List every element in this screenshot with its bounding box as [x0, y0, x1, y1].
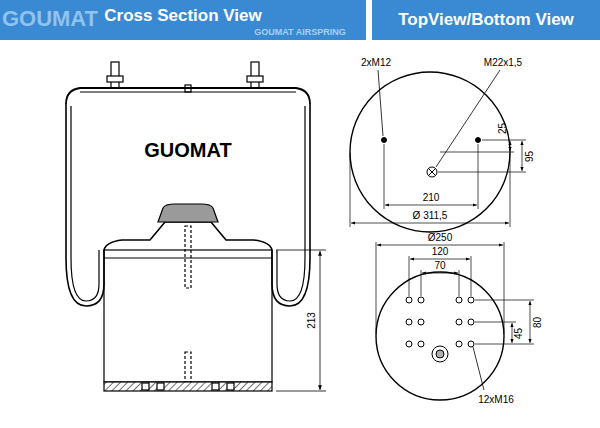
extension-line: [510, 153, 511, 227]
bolt-hole: [406, 319, 412, 325]
mounting-stud: [251, 62, 259, 88]
dimension-line: [320, 251, 321, 390]
header-band: TopView/Bottom View: [372, 0, 600, 40]
extension-line: [384, 144, 385, 209]
dimension-label: 210: [423, 192, 440, 203]
mounting-stud: [111, 62, 119, 88]
dimension-label: 213: [306, 312, 317, 329]
bolt-hole: [456, 341, 462, 347]
extension-line: [350, 153, 351, 227]
dimension-label: 120: [432, 246, 449, 257]
dimension-line: [512, 323, 513, 343]
top-view: [350, 70, 526, 232]
air-inlet-hole: [427, 167, 437, 177]
base-outline: [376, 272, 504, 400]
base-hole: [212, 383, 219, 390]
dimension-label: 25: [498, 122, 509, 133]
bellow-inner: [277, 106, 305, 301]
bolt-hole: [418, 297, 424, 303]
extension-line: [504, 242, 505, 334]
base-hole: [227, 383, 234, 390]
stud-nut: [107, 76, 123, 82]
piston-inner-line: [104, 257, 272, 258]
bolt-hole: [418, 319, 424, 325]
extension-line: [376, 242, 377, 334]
dimension-line: [410, 259, 470, 260]
extension-line: [440, 152, 514, 153]
extension-line: [478, 144, 479, 209]
dimension-line: [422, 273, 458, 274]
base-plate: [104, 382, 272, 391]
dimension-line: [530, 301, 531, 343]
bolt-hole: [418, 341, 424, 347]
stud-nut: [247, 76, 263, 82]
leader-line: [436, 70, 500, 167]
inlet-cross: [429, 169, 436, 176]
stud-hole: [382, 138, 387, 143]
inlet-cross: [429, 169, 436, 176]
bellow-inner: [71, 106, 99, 301]
dimension-label: 80: [533, 316, 544, 327]
leader-line: [378, 70, 383, 136]
bolt: [185, 226, 191, 288]
bolt-hole: [456, 297, 462, 303]
watermark: GOUMAT AIRSPRING: [254, 28, 346, 38]
extension-line: [421, 270, 422, 296]
dimension-line: [351, 223, 509, 224]
bolt-hole: [468, 319, 474, 325]
view-heading: TopView/Bottom View: [398, 10, 574, 30]
top-bead-plate: [66, 88, 310, 104]
bolt-hole: [406, 297, 412, 303]
bolt-hole: [468, 297, 474, 303]
watermark: GOUMAT: [2, 7, 98, 31]
leader-line: [473, 347, 484, 390]
air-inlet: [185, 85, 191, 92]
bolt-hole: [468, 341, 474, 347]
extension-line: [475, 322, 516, 323]
base-hole: [157, 383, 164, 390]
view-heading: Cross Section View: [104, 6, 261, 26]
bellow-outer: [66, 104, 104, 306]
brand-logo: GUOMAT: [144, 139, 231, 161]
extension-line: [459, 270, 460, 296]
extension-line: [475, 344, 534, 345]
dimension-label: 95: [525, 150, 536, 161]
piston-body: [104, 250, 272, 382]
bottom-view: [376, 242, 534, 400]
base-hole: [142, 383, 149, 390]
extension-line: [276, 250, 326, 251]
center-bolt: [432, 346, 448, 362]
extension-line: [482, 140, 526, 141]
dimension-label: Ø 311,5: [413, 210, 448, 221]
extension-line: [276, 391, 326, 392]
dimension-line: [377, 245, 503, 246]
extension-line: [475, 300, 534, 301]
extension-line: [409, 256, 410, 296]
bolt-hole: [406, 341, 412, 347]
dimension-line: [385, 205, 477, 206]
dimension-label: 12xM16: [478, 394, 514, 405]
dimension-label: 2xM12: [361, 57, 391, 68]
bolt: [185, 352, 191, 382]
bolt-hole: [456, 319, 462, 325]
bump-stop: [158, 204, 218, 222]
bellow-outer: [272, 104, 310, 306]
extension-line: [471, 256, 472, 296]
dimension-label: 70: [434, 260, 445, 271]
dimension-line: [510, 141, 511, 151]
extension-line: [438, 172, 526, 173]
cross-section: [66, 62, 326, 391]
dimension-label: 45: [514, 327, 525, 338]
stud-hole: [476, 138, 481, 143]
dimension-label: Ø250: [428, 232, 452, 243]
center-bolt-core: [436, 350, 444, 358]
dimension-label: M22x1,5: [484, 57, 522, 68]
dimension-line: [522, 141, 523, 171]
